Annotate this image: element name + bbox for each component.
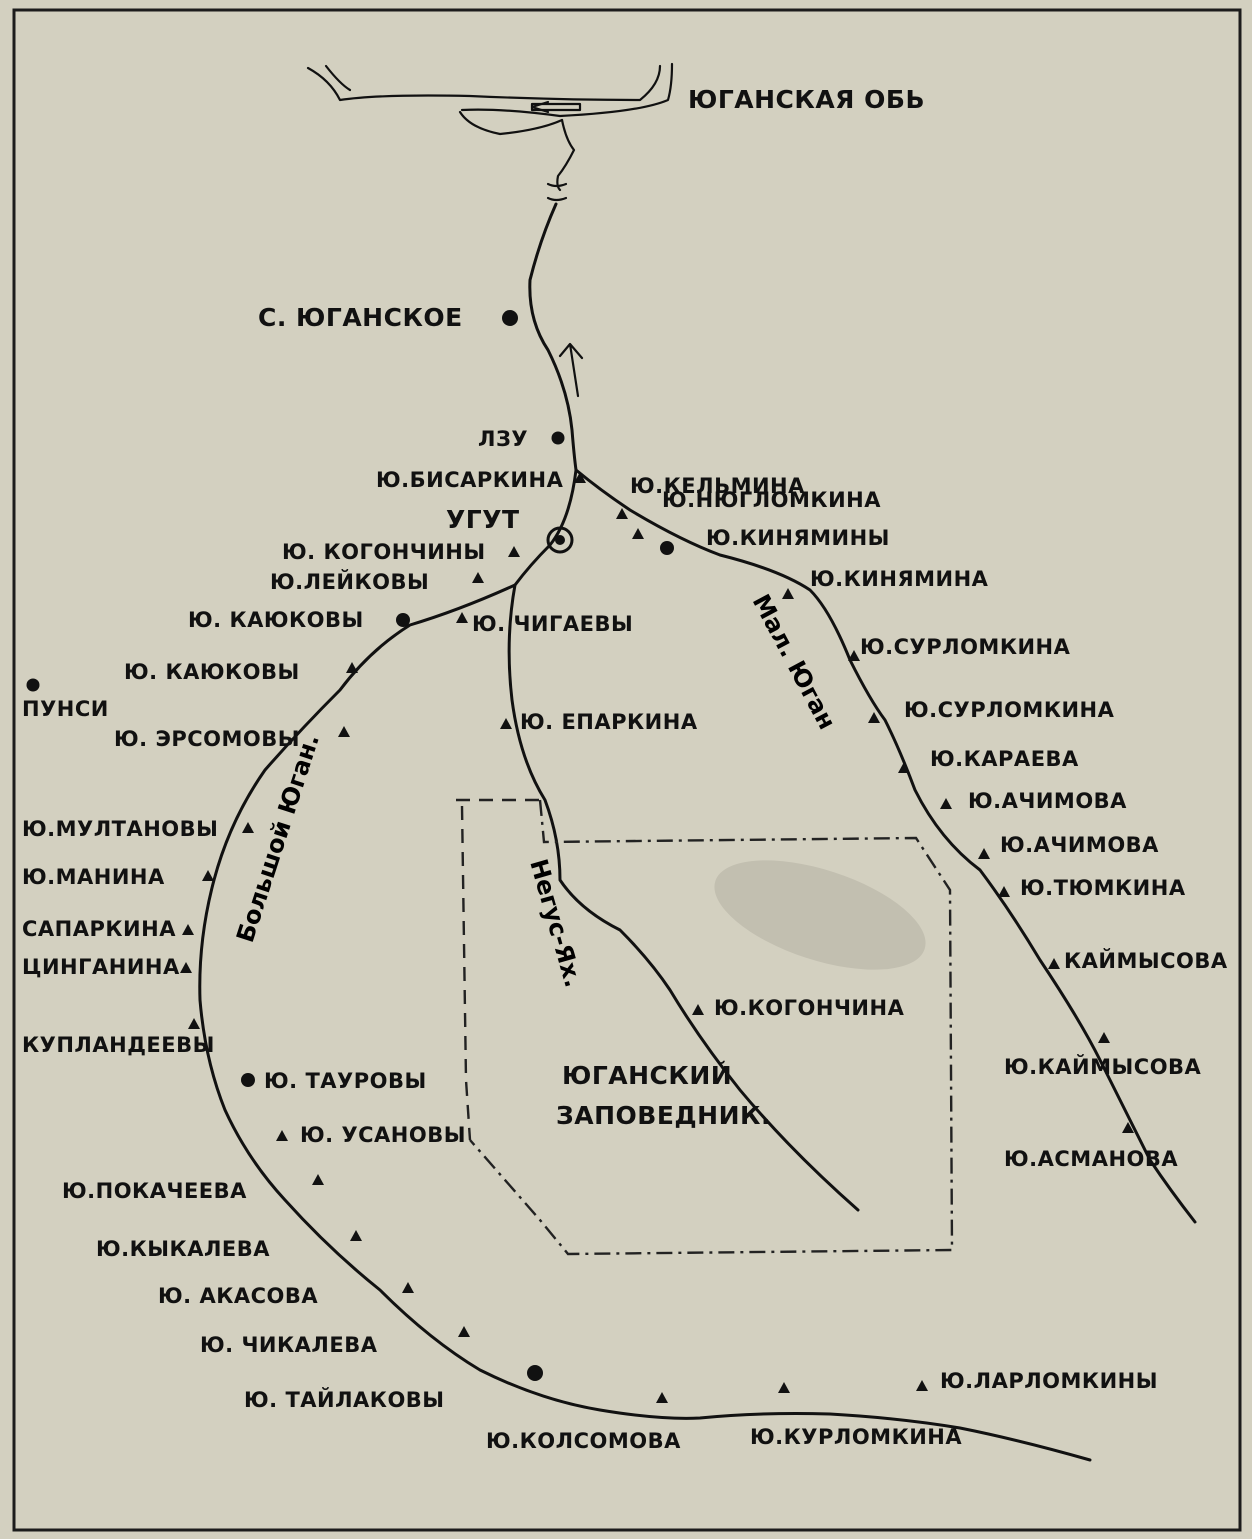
label-place: Ю.КАЙМЫСОВА (1004, 1054, 1202, 1079)
camp-marker (782, 588, 794, 599)
label-place: Ю.АЧИМОВА (968, 789, 1127, 813)
camp-marker (998, 886, 1010, 897)
label-lzu: ЛЗУ (478, 427, 528, 451)
camp-marker (898, 762, 910, 773)
camp-marker (456, 612, 468, 623)
label-place: КУПЛАНДЕЕВЫ (22, 1033, 215, 1057)
label-place: Ю.ЛЕЙКОВЫ (270, 569, 429, 594)
label-place: Ю.КЫКАЛЕВА (96, 1237, 270, 1261)
camp-marker (1098, 1032, 1110, 1043)
settlement-dot (502, 310, 518, 326)
label-place: Ю.АСМАНОВА (1004, 1147, 1178, 1171)
camp-marker (180, 962, 192, 973)
label-punsi: ПУНСИ (22, 697, 109, 721)
ugut-marker (546, 526, 574, 554)
label-place: Ю.КЕЛЬМИНА (630, 474, 805, 498)
camp-marker (402, 1282, 414, 1293)
camp-marker (616, 508, 628, 519)
reserve-boundary-west (456, 798, 540, 1141)
camp-marker (656, 1392, 668, 1403)
label-reserve-line1: ЮГАНСКИЙ (562, 1061, 732, 1090)
paper-smudge (714, 860, 926, 970)
label-place: Ю.КОЛСОМОВА (486, 1429, 681, 1453)
label-place: Ю.СУРЛОМКИНА (904, 698, 1115, 722)
label-place: КАЙМЫСОВА (1064, 948, 1228, 973)
camp-marker (242, 822, 254, 833)
label-place: Ю. ЧИГАЕВЫ (472, 612, 633, 636)
label-place: Ю.МУЛТАНОВЫ (22, 817, 218, 841)
camp-marker (868, 712, 880, 723)
camp-marker (182, 924, 194, 935)
label-place: Ю. ЭРСОМОВЫ (114, 727, 300, 751)
camp-marker (940, 798, 952, 809)
map-frame (12, 8, 1242, 1532)
camp-marker (202, 870, 214, 881)
flow-arrow (558, 342, 584, 398)
label-place: Ю. КАЮКОВЫ (188, 608, 364, 632)
river-negus-yakh (507, 583, 860, 1212)
camp-marker (632, 528, 644, 539)
label-place: Ю.ПОКАЧЕЕВА (62, 1179, 247, 1203)
label-ugut: УГУТ (446, 505, 520, 534)
label-place: Ю. КОГОНЧИНЫ (282, 540, 486, 564)
river-bolshoy-yugan (198, 468, 1092, 1462)
settlement-dot (241, 1073, 255, 1087)
camp-marker (346, 662, 358, 673)
settlement-dot (527, 1365, 543, 1381)
label-yuganskaya-ob: ЮГАНСКАЯ ОБЬ (688, 85, 925, 114)
label-place: Ю.КУРЛОМКИНА (750, 1425, 962, 1449)
label-place: ЦИНГАНИНА (22, 955, 180, 979)
river-upper (528, 202, 578, 472)
label-place: Ю.МАНИНА (22, 865, 165, 889)
label-river-bolshoy-yugan: Большой Юган. (231, 731, 325, 946)
camp-marker (350, 1230, 362, 1241)
label-reserve-line2: ЗАПОВЕДНИК. (556, 1101, 771, 1130)
settlement-dot (551, 431, 565, 445)
camp-marker (1048, 958, 1060, 969)
camp-marker (500, 718, 512, 729)
settlement-dot (26, 678, 40, 692)
camp-marker (312, 1174, 324, 1185)
camp-marker (188, 1018, 200, 1029)
label-place: Ю. КАЮКОВЫ (124, 660, 300, 684)
ob-river (306, 62, 674, 202)
label-place: САПАРКИНА (22, 917, 176, 941)
label-place: Ю.СУРЛОМКИНА (860, 635, 1071, 659)
label-place: Ю. ЧИКАЛЕВА (200, 1333, 378, 1357)
camp-marker (458, 1326, 470, 1337)
camp-marker (472, 572, 484, 583)
reserve-boundary-east (469, 799, 954, 1256)
settlement-dot (660, 541, 674, 555)
label-place: Ю. ЕПАРКИНА (520, 710, 698, 734)
camp-marker (574, 472, 586, 483)
label-place: Ю.ТЮМКИНА (1020, 876, 1186, 900)
label-s-yuganskoe: С. ЮГАНСКОЕ (258, 303, 463, 332)
label-place: Ю.БИСАРКИНА (376, 468, 564, 492)
label-place: Ю.АЧИМОВА (1000, 833, 1159, 857)
label-place: Ю. ТАЙЛАКОВЫ (244, 1387, 445, 1412)
camp-marker (778, 1382, 790, 1393)
label-place: Ю.КИНЯМИНЫ (706, 526, 890, 550)
camp-marker (276, 1130, 288, 1141)
label-place: Ю.КИНЯМИНА (810, 567, 989, 591)
label-place: Ю. ТАУРОВЫ (264, 1069, 427, 1093)
label-place: Ю.ЛАРЛОМКИНЫ (940, 1369, 1158, 1393)
label-place: Ю. АКАСОВА (158, 1284, 318, 1308)
camp-marker (916, 1380, 928, 1391)
camp-markers (180, 472, 1134, 1403)
label-place: Ю.КОГОНЧИНА (714, 996, 905, 1020)
label-place: Ю.НЮГЛОМКИНА (662, 488, 881, 512)
camp-marker (1122, 1122, 1134, 1133)
camp-marker (978, 848, 990, 859)
label-river-negus-yakh: Негус-Ях. (524, 856, 587, 990)
camp-marker (508, 546, 520, 557)
camp-marker (692, 1004, 704, 1015)
camp-marker (848, 650, 860, 661)
label-place: Ю. УСАНОВЫ (300, 1123, 466, 1147)
settlement-dot (396, 613, 410, 627)
camp-marker (338, 726, 350, 737)
label-place: Ю.КАРАЕВА (930, 747, 1079, 771)
